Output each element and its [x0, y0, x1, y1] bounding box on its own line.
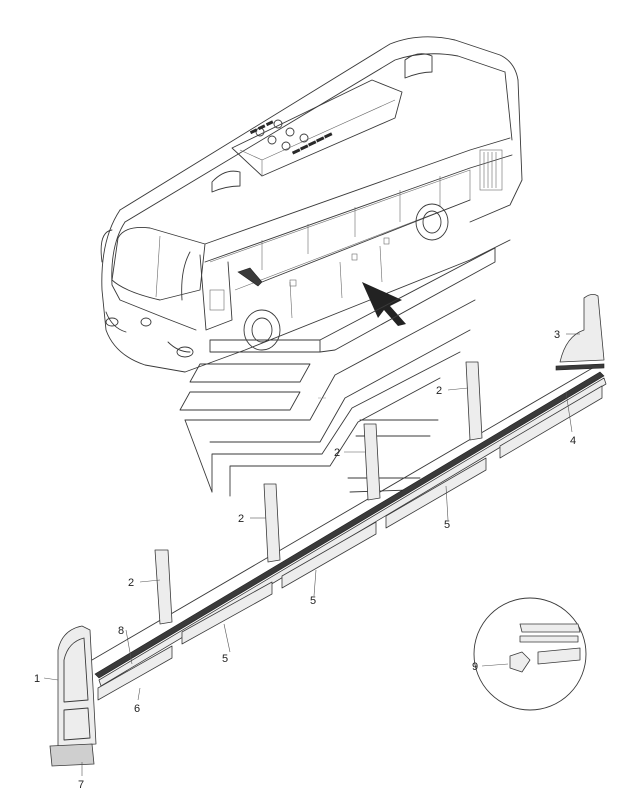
- detail-magnifier: [473, 597, 587, 711]
- bus-illustration: [100, 36, 523, 373]
- pillar-trims: [154, 361, 483, 625]
- callout-2-mid: 2: [238, 513, 244, 525]
- rear-corner-trim: [559, 294, 605, 363]
- sill-panels: [97, 385, 603, 701]
- body-panel-outline: [179, 247, 496, 497]
- callout-2-upper: 2: [334, 447, 340, 459]
- callout-5-left: 5: [222, 653, 228, 665]
- callout-7: 7: [78, 779, 84, 791]
- callout-1: 1: [34, 673, 40, 685]
- callout-3: 3: [554, 329, 560, 341]
- callout-2-lower: 2: [128, 577, 134, 589]
- callout-5-right: 5: [444, 519, 450, 531]
- callout-6: 6: [134, 703, 140, 715]
- callout-4: 4: [570, 435, 576, 447]
- callout-9: 9: [472, 661, 478, 673]
- leader-lines: [43, 333, 580, 776]
- direction-arrow: [362, 282, 406, 326]
- callout-5-center: 5: [310, 595, 316, 607]
- callout-8: 8: [118, 625, 124, 637]
- front-door-trim: [49, 625, 97, 767]
- callout-2-top: 2: [436, 385, 442, 397]
- rear-corner-strip: [555, 363, 605, 371]
